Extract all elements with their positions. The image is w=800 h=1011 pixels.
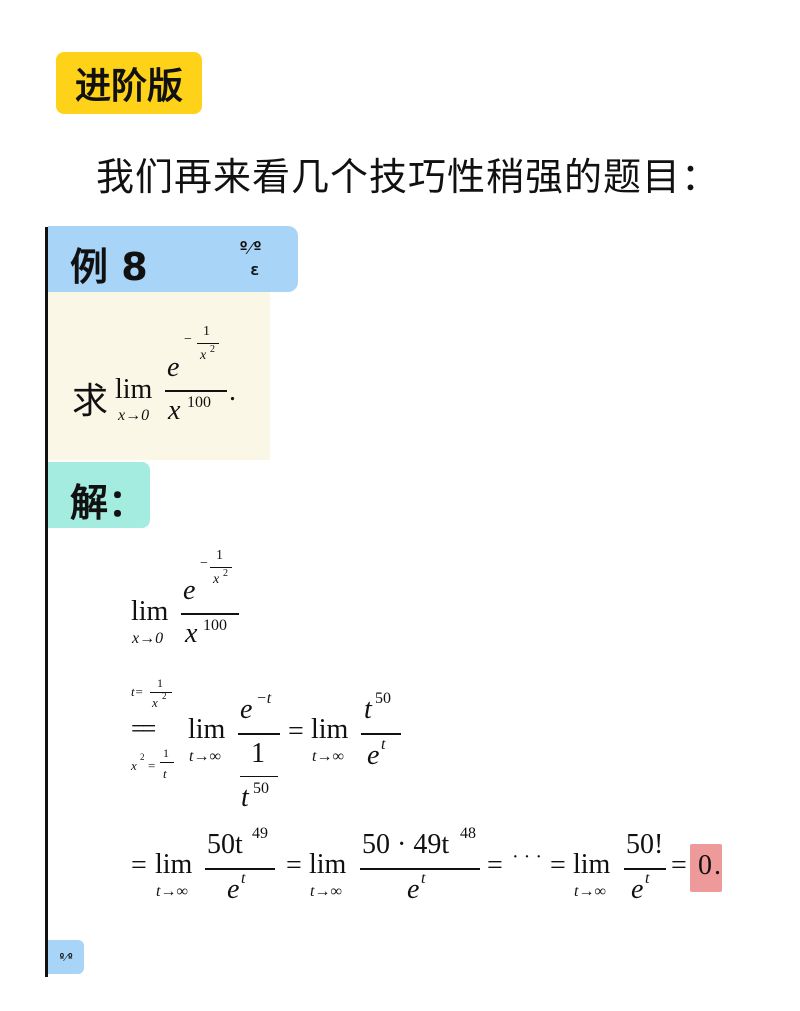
footer-face-icon: º⁄º	[48, 940, 84, 974]
line2-den1-pow: 50	[253, 780, 269, 797]
line2-den1-top: 1	[251, 738, 265, 769]
line3-num1-pow: 49	[252, 825, 268, 842]
line2-sub-above-bar	[150, 692, 172, 693]
line3-eq4: =	[550, 850, 566, 881]
line2-num1-base: e	[240, 694, 253, 725]
line1-lim: lim	[131, 596, 169, 627]
line2-den2-pow: t	[381, 736, 386, 753]
line2-lim1: lim	[188, 714, 226, 745]
line3-den1-base: e	[227, 874, 240, 905]
line2-frac1-bar	[238, 733, 280, 735]
line3-lim3: lim	[573, 849, 611, 880]
line2-sub-below-bot: t	[163, 766, 167, 781]
left-rule	[45, 227, 48, 977]
line3-eq1: =	[131, 850, 147, 881]
line2-eq2: =	[288, 716, 304, 747]
line3-den2-base: e	[407, 874, 420, 905]
line3-num1: 50t	[207, 829, 243, 860]
problem-end: .	[229, 376, 236, 407]
line3-den2-pow: t	[421, 870, 426, 887]
line2-sub-above-top: 1	[157, 676, 163, 690]
line3-lim1: lim	[155, 849, 193, 880]
line2-sub-below-top: 1	[163, 746, 169, 760]
line2-lim2-sub: t→∞	[312, 748, 344, 765]
result-highlight	[690, 844, 722, 892]
line2-num1-exp: −t	[256, 690, 272, 707]
line3-den1-pow: t	[241, 870, 246, 887]
line1-den-pow: 100	[203, 617, 227, 634]
line3-lim2: lim	[309, 849, 347, 880]
line3-frac2-bar	[360, 868, 480, 870]
line1-exp-top: 1	[216, 548, 223, 563]
line1-lim-sub: x→0	[132, 630, 164, 647]
problem-exp-bar	[197, 343, 219, 344]
problem-exp-bot: x	[200, 348, 207, 363]
example-title: 例 8	[70, 245, 148, 289]
line3-eq3: =	[487, 850, 503, 881]
face-mouth-icon: ε	[250, 260, 260, 279]
face-icon: º⁄º	[238, 238, 263, 259]
problem-exp-sign: −	[184, 332, 192, 347]
line1-exp-bar	[210, 567, 232, 568]
line2-den1-bar	[240, 776, 278, 777]
problem-num-base: e	[167, 352, 180, 383]
line3-lim3-sub: t→∞	[574, 883, 606, 900]
problem-box	[48, 292, 270, 460]
line3-end: .	[714, 850, 721, 881]
line2-double-eq: ==	[131, 714, 156, 743]
line1-exp-bot-pow: 2	[223, 568, 228, 579]
problem-exp-top: 1	[203, 324, 210, 339]
problem-prefix: 求	[72, 381, 109, 422]
intro-text: 我们再来看几个技巧性稍强的题目：	[96, 155, 721, 199]
problem-exp-bot-pow: 2	[210, 344, 215, 355]
solution-title: 解：	[70, 481, 147, 525]
line2-sub-below-bar	[160, 762, 174, 763]
line3-num2: 50 · 49t	[362, 829, 450, 860]
problem-lim: lim	[115, 374, 153, 405]
line2-lim2: lim	[311, 714, 349, 745]
line1-exp-sign: −	[200, 556, 208, 571]
problem-den-pow: 100	[187, 394, 211, 411]
line2-sub-below-pow: 2	[140, 752, 145, 762]
level-badge-label: 进阶版	[74, 66, 183, 107]
line3-den3-base: e	[631, 874, 644, 905]
line3-eq2: =	[286, 850, 302, 881]
line3-dots: · · ·	[512, 846, 542, 868]
line3-den3-pow: t	[645, 870, 650, 887]
level-badge: 进阶版	[56, 52, 202, 114]
line1-exp-bot: x	[213, 572, 220, 587]
line2-sub-above-pow: 2	[162, 691, 167, 701]
line2-den1-bot: t	[241, 782, 249, 813]
line3-result: 0	[698, 850, 712, 881]
line2-frac2-bar	[361, 733, 401, 735]
line2-num2-base: t	[364, 694, 372, 725]
line3-frac1-bar	[205, 868, 275, 870]
line2-sub-below-lhs: x	[131, 758, 137, 773]
line2-sub-above-bot: x	[152, 695, 158, 710]
footer-face-text: º⁄º	[58, 950, 74, 964]
problem-frac-bar	[165, 390, 227, 392]
problem-lim-sub: x→0	[118, 407, 150, 424]
line3-lim2-sub: t→∞	[310, 883, 342, 900]
line2-den2-base: e	[367, 740, 380, 771]
solution-header: 解：	[48, 462, 150, 528]
problem-den-base: x	[168, 395, 181, 426]
line2-sub-above-lhs: t=	[131, 684, 144, 699]
line1-frac-bar	[181, 613, 239, 615]
line2-num2-pow: 50	[375, 690, 391, 707]
line3-num2-pow: 48	[460, 825, 476, 842]
line1-den-base: x	[185, 618, 198, 649]
line2-lim1-sub: t→∞	[189, 748, 221, 765]
line3-frac3-bar	[624, 868, 666, 870]
line2-sub-below-eq: =	[148, 758, 156, 773]
line1-num-base: e	[183, 575, 196, 606]
line3-lim1-sub: t→∞	[156, 883, 188, 900]
example-header: 例 8 º⁄º ε	[48, 226, 298, 292]
line3-num3: 50!	[626, 829, 664, 860]
line3-eq5: =	[671, 850, 687, 881]
